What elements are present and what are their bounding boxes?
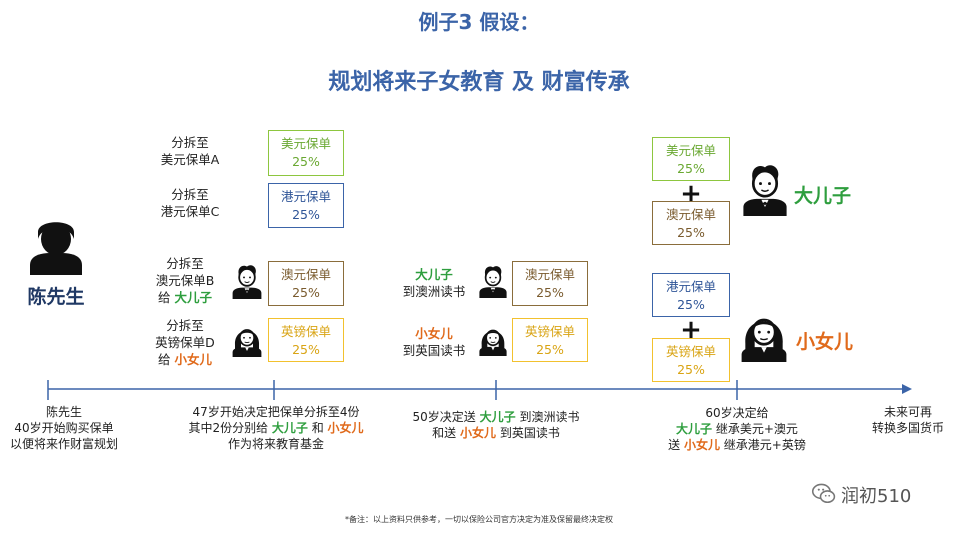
split-label-aud: 分拆至澳元保单B 给 大儿子	[155, 256, 215, 305]
girl-icon	[476, 320, 510, 358]
timeline-label-future: 未来可再转换多国货币	[871, 405, 944, 435]
timeline-label-60: 60岁决定给 大儿子 继承美元+澳元 送 小女儿 继承港元+英镑	[668, 406, 806, 452]
girl-icon	[736, 300, 792, 368]
plus-sign: +	[680, 179, 702, 209]
boy-icon	[229, 262, 265, 300]
timeline-label-47: 47岁开始决定把保单分拆至4份 其中2份分别给 大儿子 和 小女儿 作为将来教育…	[188, 405, 364, 451]
study-label-daughter: 小女儿到英国读书	[402, 326, 466, 358]
person-name: 陈先生	[27, 286, 85, 308]
inherit-daughter-label: 小女儿	[796, 331, 854, 353]
girl-icon	[229, 320, 265, 358]
plus-sign: +	[680, 315, 702, 345]
inherit-son-label: 大儿子	[794, 185, 852, 207]
split-label-usd: 分拆至美元保单A	[160, 135, 220, 167]
boy-icon	[738, 156, 792, 222]
boy-icon	[476, 262, 510, 300]
watermark-text: 润初510	[841, 486, 912, 507]
study-label-son: 大儿子到澳洲读书	[402, 267, 466, 299]
page-title: 例子3 假设：	[418, 10, 540, 34]
page-subtitle: 规划将来子女教育 及 财富传承	[328, 70, 630, 95]
wechat-icon	[811, 481, 837, 507]
split-label-hkd: 分拆至港元保单C	[160, 187, 220, 219]
timeline-axis	[47, 380, 912, 400]
timeline-label-50: 50岁决定送 大儿子 到澳洲读书 和送 小女儿 到英国读书	[412, 410, 580, 440]
man-person-icon	[26, 214, 86, 276]
footnote: *备注：以上资料只供参考，一切以保险公司官方决定为准及保留最终决定权	[345, 515, 613, 524]
split-label-gbp: 分拆至英镑保单D 给 小女儿	[155, 318, 215, 367]
